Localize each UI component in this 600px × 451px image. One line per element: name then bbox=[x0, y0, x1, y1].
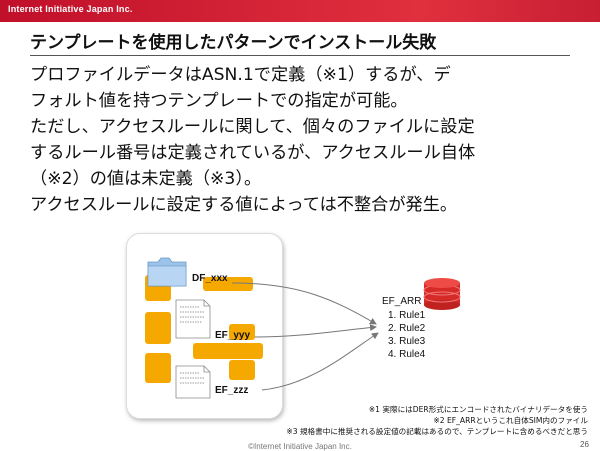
title-divider bbox=[30, 55, 570, 56]
document-icon bbox=[175, 299, 211, 339]
body-line: ただし、アクセスルールに関して、個々のファイルに設定 bbox=[30, 117, 475, 137]
brand-logo-text: Internet Initiative Japan Inc. bbox=[8, 4, 133, 14]
footnotes: ※1 実際にはDER形式にエンコードされたバイナリデータを使う ※2 EF_AR… bbox=[286, 404, 588, 437]
rule-item: 1. Rule1 bbox=[388, 310, 426, 321]
file-label-df-xxx: DF_xxx bbox=[192, 273, 228, 284]
sim-card-icon bbox=[145, 275, 263, 383]
file-label-ef-yyy: EF_yyy bbox=[215, 330, 251, 341]
rule-list: 1. Rule1 2. Rule2 3. Rule3 4. Rule4 bbox=[388, 309, 425, 361]
copyright-footer: ©Internet Initiative Japan Inc. bbox=[248, 442, 352, 451]
body-line: プロファイルデータはASN.1で定義（※1）するが、デ bbox=[30, 65, 451, 85]
file-label-ef-zzz: EF_zzz bbox=[215, 385, 249, 396]
header-bar: Internet Initiative Japan Inc. bbox=[0, 0, 600, 22]
body-line: アクセスルールに設定する値によっては不整合が発生。 bbox=[30, 195, 458, 215]
rule-item: 4. Rule4 bbox=[388, 349, 426, 360]
document-icon bbox=[175, 365, 211, 399]
ef-arr-label: EF_ARR bbox=[382, 296, 422, 307]
rule-item: 3. Rule3 bbox=[388, 336, 426, 347]
reference-arrows bbox=[231, 282, 379, 391]
body-line: （※2）の値は未定義（※3）。 bbox=[30, 169, 262, 189]
folder-icon bbox=[147, 257, 187, 287]
footnote: ※2 EF_ARRというこれ自体SIM内のファイル bbox=[433, 416, 588, 425]
body-line: フォルト値を持つテンプレートでの指定が可能。 bbox=[30, 91, 408, 111]
slide-title: テンプレートを使用したパターンでインストール失敗 bbox=[30, 33, 437, 53]
footnote: ※1 実際にはDER形式にエンコードされたバイナリデータを使う bbox=[368, 405, 588, 414]
footnote: ※3 規格書中に推奨される設定値の記載はあるので、テンプレートに含めるべきだと思… bbox=[286, 427, 588, 436]
rule-item: 2. Rule2 bbox=[388, 323, 426, 334]
page-number: 26 bbox=[580, 440, 589, 449]
body-text: プロファイルデータはASN.1で定義（※1）するが、デ フォルト値を持つテンプレ… bbox=[30, 62, 575, 218]
body-line: するルール番号は定義されているが、アクセスルール自体 bbox=[30, 143, 476, 163]
database-icon bbox=[423, 278, 461, 310]
